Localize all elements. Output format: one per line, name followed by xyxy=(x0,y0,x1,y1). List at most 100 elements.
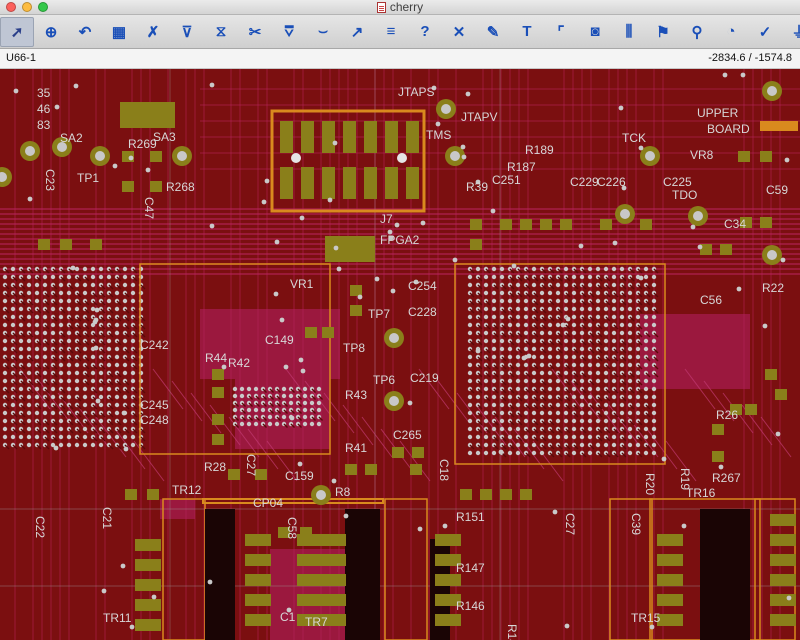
pad xyxy=(657,554,683,566)
pad xyxy=(770,574,796,586)
filter-tool[interactable]: ⩢ xyxy=(272,17,306,47)
component-tool[interactable]: ▦ xyxy=(102,17,136,47)
ground-tool[interactable]: ⏚ xyxy=(782,17,800,47)
delete-tool[interactable]: ✕ xyxy=(442,17,476,47)
trace xyxy=(549,300,555,306)
via-tool[interactable]: ⊽ xyxy=(170,17,204,47)
via xyxy=(26,442,32,448)
highlight-tool[interactable]: ◔ xyxy=(714,17,748,47)
via xyxy=(491,402,497,408)
via xyxy=(635,314,641,320)
trace xyxy=(557,444,563,450)
trace xyxy=(509,364,515,370)
via xyxy=(26,322,32,328)
pad xyxy=(770,594,796,606)
via xyxy=(74,378,80,384)
via xyxy=(571,274,577,280)
trace xyxy=(132,332,138,338)
trace xyxy=(132,316,138,322)
text-tool[interactable]: T xyxy=(510,17,544,47)
trace xyxy=(557,340,563,346)
minimize-window-button[interactable] xyxy=(22,2,32,12)
trace xyxy=(124,324,130,330)
cross-icon: ✕ xyxy=(452,23,466,41)
trace xyxy=(269,395,274,400)
pad xyxy=(297,534,323,546)
diff-pair-tool[interactable]: ⧖ xyxy=(204,17,238,47)
pad-tool[interactable]: ◙ xyxy=(578,17,612,47)
via xyxy=(467,322,473,328)
pad xyxy=(345,464,357,475)
trace xyxy=(124,404,130,410)
pin-tool[interactable]: ⚲ xyxy=(680,17,714,47)
trace xyxy=(76,412,82,418)
cut-tool[interactable]: ✂ xyxy=(238,17,272,47)
pad xyxy=(212,434,224,445)
silkscreen-label: R147 xyxy=(456,561,485,575)
trace xyxy=(565,276,571,282)
check-tool[interactable]: ✓ xyxy=(748,17,782,47)
via xyxy=(151,594,157,600)
trace xyxy=(20,292,26,298)
trace xyxy=(573,348,579,354)
align-tool[interactable]: ⫼ xyxy=(612,17,646,47)
trace xyxy=(581,292,587,298)
via xyxy=(491,314,497,320)
trace xyxy=(469,292,475,298)
trace xyxy=(12,340,18,346)
trace xyxy=(517,332,523,338)
query-tool[interactable]: ? xyxy=(408,17,442,47)
trace xyxy=(493,412,499,418)
draw-tool[interactable]: ✎ xyxy=(476,17,510,47)
via xyxy=(18,322,24,328)
via xyxy=(627,306,633,312)
extend-tool[interactable]: ↗ xyxy=(340,17,374,47)
zoom-window-button[interactable] xyxy=(38,2,48,12)
trace xyxy=(269,409,274,414)
bus-tool[interactable]: ≡ xyxy=(374,17,408,47)
undo-tool[interactable]: ↶ xyxy=(68,17,102,47)
via xyxy=(467,330,473,336)
trace xyxy=(570,380,602,422)
via xyxy=(66,338,72,344)
via xyxy=(283,364,289,370)
via xyxy=(452,257,458,263)
trace xyxy=(589,300,595,306)
trace xyxy=(605,436,611,442)
trace xyxy=(60,340,66,346)
trace xyxy=(597,452,603,458)
silkscreen-label: TP7 xyxy=(368,307,390,321)
via xyxy=(53,445,59,451)
via xyxy=(690,224,696,230)
shape-tool[interactable]: ⌜ xyxy=(544,17,578,47)
via xyxy=(128,155,134,161)
via xyxy=(390,288,396,294)
trace xyxy=(517,348,523,354)
test-point-hole xyxy=(389,396,399,406)
trace xyxy=(4,404,10,410)
zoom-tool[interactable]: ⊕ xyxy=(34,17,68,47)
trace xyxy=(20,268,26,274)
select-tool[interactable]: ➚ xyxy=(0,16,34,47)
flag-tool[interactable]: ⚑ xyxy=(646,17,680,47)
pad xyxy=(245,614,271,626)
pad xyxy=(745,404,757,415)
via xyxy=(523,346,529,352)
via xyxy=(611,394,617,400)
via xyxy=(246,421,252,427)
silkscreen-label: 35 xyxy=(37,86,51,100)
via xyxy=(483,378,489,384)
via xyxy=(298,357,304,363)
trace xyxy=(703,380,735,422)
via xyxy=(627,338,633,344)
pad xyxy=(212,414,224,425)
bend-tool[interactable]: ⌣ xyxy=(306,17,340,47)
close-window-button[interactable] xyxy=(6,2,16,12)
via xyxy=(740,72,746,78)
route-tool[interactable]: ✗ xyxy=(136,17,170,47)
trace xyxy=(100,332,106,338)
trace xyxy=(509,292,515,298)
test-point-hole xyxy=(0,172,7,182)
